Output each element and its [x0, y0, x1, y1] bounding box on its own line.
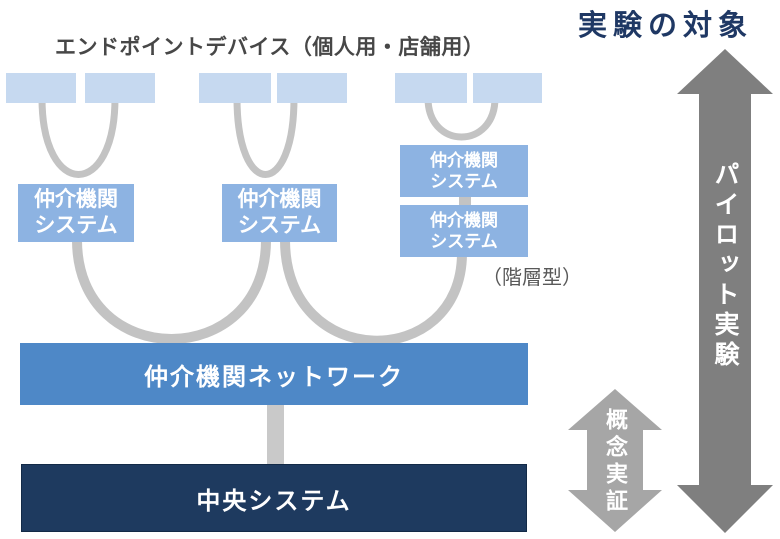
intermediary-system-box-left: 仲介機関 システム [18, 184, 134, 242]
poc-arrow-label: 概念実証 [603, 408, 628, 516]
intermediary-system-box-stacked-upper: 仲介機関 システム [400, 145, 528, 197]
u-curve-devices-group3 [424, 97, 499, 141]
network-central-connector [267, 404, 284, 465]
endpoint-device-box [277, 73, 347, 103]
experiment-target-title: 実験の対象 [578, 10, 754, 42]
intermediary-network-bar: 仲介機関ネットワーク [20, 343, 528, 405]
hierarchical-note: （階層型） [482, 267, 582, 289]
u-curve-devices-group2 [233, 97, 298, 178]
arc-intermediary-right [280, 239, 467, 346]
endpoint-device-box [199, 73, 271, 103]
poc-arrow [568, 389, 662, 532]
endpoint-device-box [473, 73, 542, 103]
intermediary-system-box-middle: 仲介機関 システム [222, 184, 337, 242]
endpoint-device-box [6, 73, 76, 103]
central-system-bar: 中央システム [21, 464, 527, 532]
stacked-box-connector [459, 194, 471, 208]
endpoint-device-box [395, 73, 467, 103]
pilot-experiment-arrow [677, 49, 773, 533]
endpoint-device-box [85, 73, 155, 103]
arc-intermediary-left [72, 239, 271, 344]
intermediary-system-box-stacked-lower: 仲介機関 システム [400, 205, 528, 257]
u-curve-devices-group1 [38, 97, 119, 178]
pilot-experiment-arrow-label: パイロット実験 [711, 161, 739, 371]
endpoint-devices-title: エンドポイントデバイス（個人用・店舗用） [55, 36, 485, 59]
